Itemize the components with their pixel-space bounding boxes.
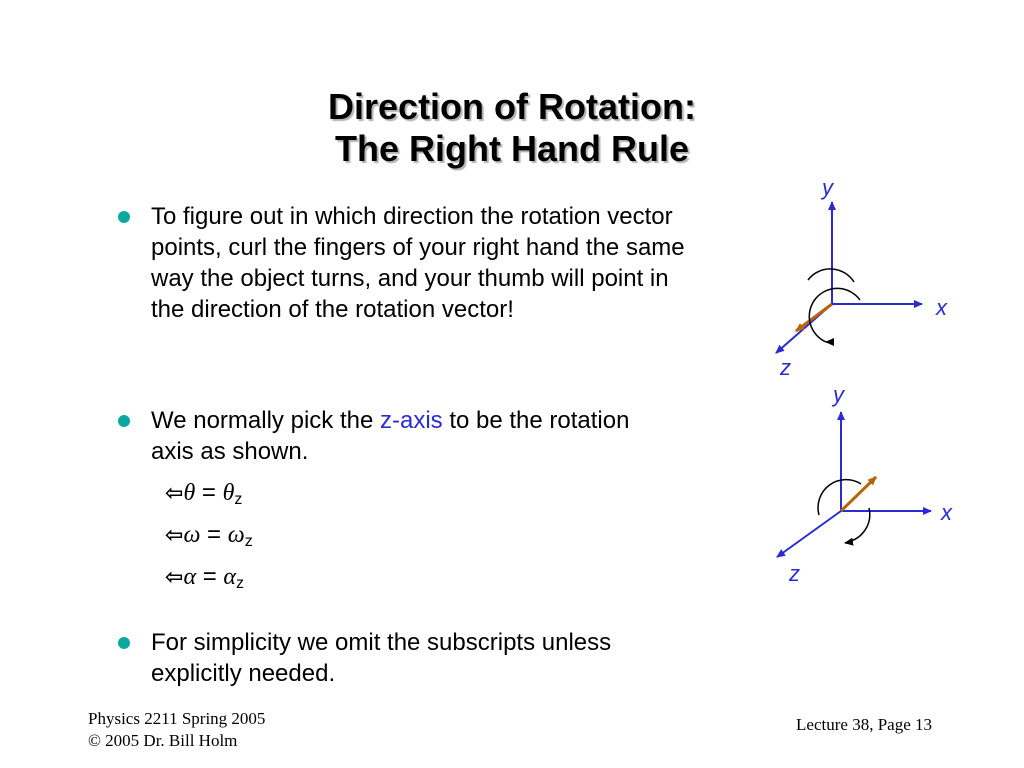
equation-rhs: ω [227,522,245,548]
x-axis-label: x [935,295,948,320]
left-arrow-icon: ⇦ [165,565,184,590]
footer-course: Physics 2211 Spring 2005 [88,709,266,728]
equation-rhs: α [223,564,237,590]
z-axis-label: z [788,561,800,586]
y-axis-label: y [820,175,835,200]
title-line-1: Direction of Rotation: [328,86,696,127]
equation-lhs: θ [183,480,196,506]
equation-equals: = [196,563,224,590]
equation-subscript: z [236,575,245,592]
z-axis-label: z [779,355,791,380]
left-arrow-icon: ⇦ [165,481,184,506]
bullet-item: To figure out in which direction the rot… [118,201,698,325]
bullet-item: For simplicity we omit the subscripts un… [118,627,638,689]
bullet-text: To figure out in which direction the rot… [151,203,685,323]
footer-page-number: Lecture 38, Page 13 [796,715,932,734]
equation-omega: ⇦ω = ωz [165,520,253,557]
left-arrow-icon: ⇦ [165,523,184,548]
equation-subscript: z [234,491,243,508]
rotation-curl-arc-top [807,268,855,283]
bullet-text-prefix: We normally pick the [151,407,380,434]
rotation-direction-arrowhead [844,537,854,546]
rotation-vector-arrow [839,475,878,513]
rotation-curl-arc [846,507,871,543]
axes-diagram-1: y x z [775,175,948,380]
equation-alpha: ⇦α = αz [165,562,244,599]
equation-theta: ⇦θ = θz [165,478,242,515]
rotation-curl-arc-top [817,478,862,516]
slide-title: Direction of Rotation: The Right Hand Ru… [0,86,1024,170]
equation-lhs: ω [183,522,201,548]
z-axis-arrow [776,510,842,558]
bullet-text: For simplicity we omit the subscripts un… [151,629,612,687]
x-axis-label: x [940,500,953,525]
bullet-dot-icon [118,211,130,223]
equation-lhs: α [183,564,197,590]
axes-diagram-2: y x z [776,382,953,586]
rotation-vector-arrow [795,302,833,333]
equation-rhs: θ [222,480,235,506]
bullet-dot-icon [118,415,130,427]
footer-copyright: © 2005 Dr. Bill Holm [88,731,238,750]
equation-equals: = [195,479,223,506]
bullet-text: We normally pick the z-axis to be the ro… [151,405,638,467]
title-line-2: The Right Hand Rule [335,128,689,169]
footer-course-info: Physics 2211 Spring 2005 © 2005 Dr. Bill… [88,708,265,752]
rotation-curl-arc [808,287,861,343]
bullet-item: We normally pick the z-axis to be the ro… [118,405,638,467]
y-axis-label: y [831,382,846,407]
equation-equals: = [200,521,228,548]
bullet-text-suffix: to be the rotation axis as shown. [151,407,630,465]
bullet-dot-icon [118,637,130,649]
z-axis-highlight: z-axis [379,407,443,434]
equation-subscript: z [244,533,253,550]
